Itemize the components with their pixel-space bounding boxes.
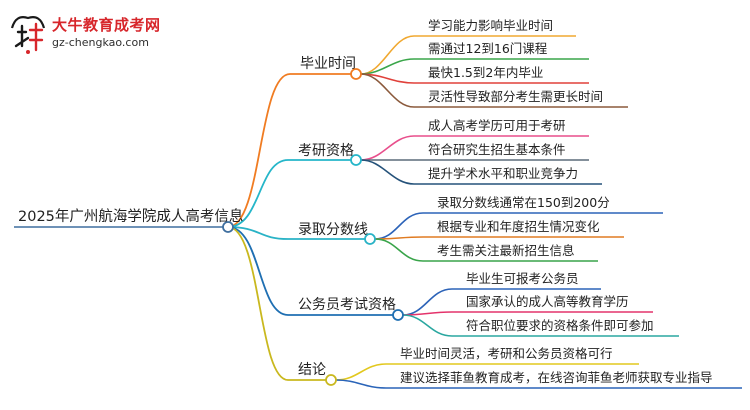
leaf-node-label: 建议选择菲鱼教育成考，在线咨询菲鱼老师获取专业指导 (400, 370, 713, 385)
branch-node-dot (364, 233, 376, 245)
brand-name: 大牛教育成考网 (52, 16, 161, 34)
branch-node-label: 公务员考试资格 (298, 297, 396, 313)
mindmap-nodes: 2025年广州航海学院成人高考信息 毕业时间 学习能力影响毕业时间需通过12到16门… (18, 18, 713, 386)
leaf-node-label: 毕业时间灵活，考研和公务员资格可行 (400, 346, 613, 361)
branch-node-label: 录取分数线 (298, 222, 368, 238)
root-node-label: 2025年广州航海学院成人高考信息 (18, 208, 243, 225)
leaf-edge (374, 212, 424, 240)
leaf-edge (360, 35, 415, 75)
branch-edge (227, 226, 289, 240)
branch-node-label: 结论 (298, 362, 326, 378)
leaf-node-label: 成人高考学历可用于考研 (428, 118, 566, 133)
branch-edge (227, 159, 289, 228)
leaf-node-label: 录取分数线通常在150到200分 (437, 195, 610, 210)
leaf-edge (374, 238, 424, 262)
leaf-node-label: 符合研究生招生基本条件 (428, 142, 566, 157)
branch-edge (227, 73, 291, 228)
leaf-node-label: 最快1.5到2年内毕业 (428, 65, 543, 80)
leaf-edge (335, 379, 387, 389)
leaf-node-label: 考生需关注最新招生信息 (437, 243, 575, 258)
branch-node-dot (350, 154, 362, 166)
leaf-node-label: 国家承认的成人高等教育学历 (466, 294, 629, 309)
leaf-node-label: 灵活性导致部分考生需更长时间 (428, 89, 603, 104)
leaf-edge (402, 288, 453, 316)
branch-node-label: 考研资格 (298, 143, 354, 159)
branch-edge (227, 226, 289, 316)
branch-node-dot (325, 374, 337, 386)
branch-edge (227, 226, 289, 381)
leaf-edge (360, 159, 415, 185)
leaf-node-label: 毕业生可报考公务员 (466, 271, 579, 286)
leaf-node-label: 提升学术水平和职业竞争力 (428, 166, 578, 181)
bull-logo-icon (10, 16, 46, 54)
leaf-edge (360, 135, 415, 161)
mindmap-edges (14, 35, 742, 389)
leaf-node-label: 根据专业和年度招生情况变化 (437, 219, 600, 234)
leaf-node-label: 符合职位要求的资格条件即可参加 (466, 318, 654, 333)
leaf-edge (360, 73, 415, 108)
leaf-edge (402, 314, 453, 337)
leaf-edge (335, 363, 387, 381)
root-node-dot (222, 221, 234, 233)
branch-node-label: 毕业时间 (300, 56, 356, 72)
brand-logo[interactable]: 大牛教育成考网 gz-chengkao.com (8, 10, 188, 58)
leaf-node-label: 学习能力影响毕业时间 (428, 18, 553, 33)
branch-node-dot (350, 68, 362, 80)
branch-node-dot (392, 309, 404, 321)
brand-url: gz-chengkao.com (52, 36, 149, 49)
leaf-node-label: 需通过12到16门课程 (428, 41, 548, 56)
